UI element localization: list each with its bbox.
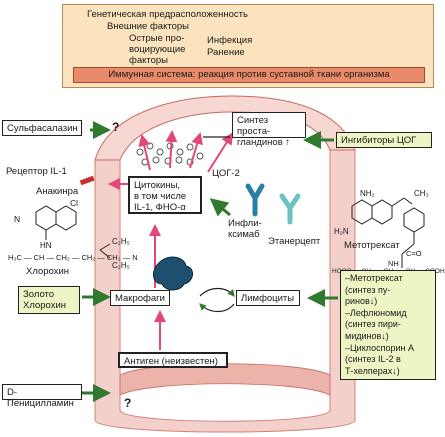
cytokines-line-1: Цитокины, (134, 180, 181, 191)
cytokines-line-2: в том числе (134, 191, 187, 202)
il1-receptor-label: Рецептор IL-1 (6, 166, 67, 177)
gold-label: Золото (23, 289, 55, 300)
chem-co: C=O (406, 249, 422, 258)
chem-nh: NH (388, 259, 399, 268)
gold-chloroquine-box: Золото Хлорохин (18, 286, 80, 314)
chloroquine-label-2: Хлорохин (23, 300, 67, 311)
cox-inhibitors-label: Ингибиторы ЦОГ (341, 135, 417, 146)
antimetabolites-box: –Метотрексат (синтез пу- ринов↓) –Лефлюн… (340, 270, 436, 380)
chem-nh2-top: NH₂ (360, 189, 375, 198)
acute-factors-3: факторы (129, 55, 169, 66)
acute-factors-1: Острые про- (129, 33, 185, 44)
anakinra-label: Анакинра (36, 186, 79, 197)
immune-system-banner: Иммунная система: реакция против суставн… (73, 67, 425, 83)
antibody-icons (245, 183, 301, 225)
infection-label: Инфекция (207, 35, 253, 46)
prostaglandin-line-2: гландинов ↑ (237, 137, 291, 148)
cox-inhibitors-box: Ингибиторы ЦОГ (336, 132, 432, 148)
genetic-predisposition: Генетическая предрасположенность (87, 9, 248, 20)
macrophages-box: Макрофаги (110, 290, 170, 306)
acute-factors-2: воцирующие (129, 44, 186, 55)
methotrexate-structure (351, 197, 425, 268)
macrophages-label: Макрофаги (115, 293, 165, 304)
antigen-box: Антиген (неизвестен) (118, 352, 228, 368)
right-list-line-7: –Циклоспорин А (345, 342, 414, 353)
chloroquine-label: Хлорохин (26, 266, 70, 277)
chem-hn: HN (40, 241, 52, 250)
sulfasalazine-box: Сульфасалазин (2, 120, 82, 136)
methotrexate-chem-label: Метотрексат (344, 240, 400, 251)
pathogenesis-panel: Генетическая предрасположенность Внешние… (62, 4, 434, 88)
lymphocytes-label: Лимфоциты (241, 293, 295, 304)
penicillamine-label: D-Пеницилламин (7, 387, 74, 409)
sulfasalazine-label: Сульфасалазин (7, 123, 78, 134)
chem-ch3: CH₃ (414, 189, 429, 198)
right-list-line-4: –Лефлюномид (345, 307, 407, 318)
chloroquine-structure (35, 205, 111, 259)
right-list-line-8: (синтез IL-2 в (345, 354, 401, 365)
chem-cl: Cl (70, 198, 79, 208)
sulfasalazine-question: ? (112, 120, 120, 134)
antigen-label: Антиген (неизвестен) (124, 356, 218, 367)
macrophage-icon (153, 256, 193, 291)
chem-n-quinoline: N (14, 214, 21, 224)
right-list-line-6: мидинов↓) (345, 330, 389, 341)
cytokines-box: Цитокины, в том числе IL-1, ФНО-α (128, 176, 202, 214)
right-list-line-2: (синтез пу- (345, 284, 391, 295)
right-list-line-9: Т-хелперах↓) (345, 365, 400, 376)
prostaglandin-line-1: Синтез проста- (237, 115, 271, 137)
chem-c2h5-top: C₂H₅ (112, 237, 130, 246)
penicillamine-question: ? (124, 396, 132, 410)
pathway-arrows (108, 130, 234, 350)
lymphocytes-box: Лимфоциты (236, 290, 300, 306)
il1-receptor-bar (79, 175, 95, 186)
chem-chain: H₃C — CH — CH₂ — CH₂ — CH₂ — N (8, 253, 138, 262)
chem-c2h5-bottom: C₂H₅ (112, 261, 130, 270)
cox2-label: ЦОГ-2 (212, 168, 240, 179)
right-list-line-3: ринов↓) (345, 296, 378, 307)
right-list-line-5: (синтез пири- (345, 319, 401, 330)
prostaglandin-synthesis-box: Синтез проста- гландинов ↑ (232, 112, 306, 148)
infliximab-label-2: ксимаб (228, 229, 260, 240)
inhibitor-arrows (80, 121, 338, 402)
external-factors: Внешние факторы (107, 21, 189, 32)
right-list-line-1: –Метотрексат (345, 273, 403, 283)
cytokines-line-3: IL-1, ФНО-α (134, 202, 186, 213)
etanercept-label: Этанерцепт (268, 236, 321, 247)
infliximab-label-1: Инфли- (228, 218, 262, 229)
trauma-label: Ранение (207, 47, 245, 58)
penicillamine-box: D-Пеницилламин (2, 384, 82, 409)
chem-h2n: H₂N (334, 227, 349, 236)
